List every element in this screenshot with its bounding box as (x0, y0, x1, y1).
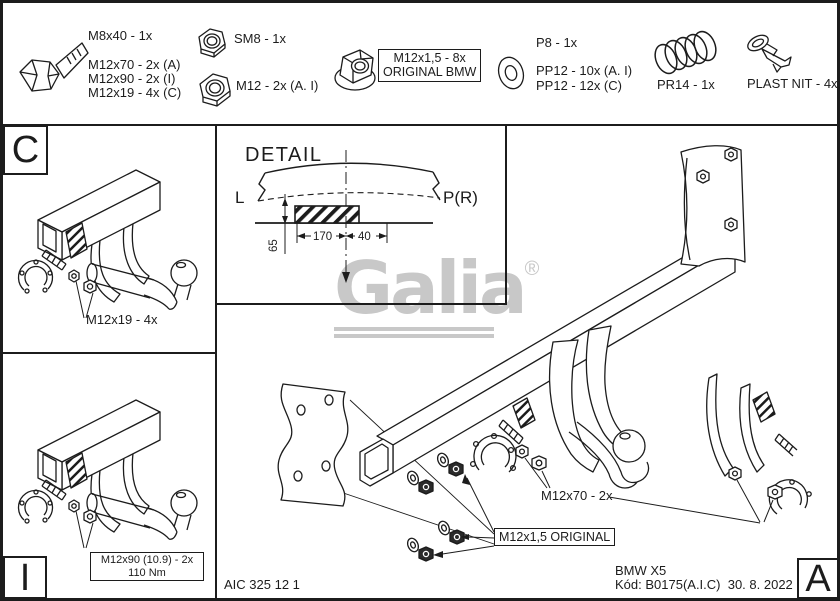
detail-left-mark: L (235, 188, 244, 207)
section-c-box: C (3, 125, 48, 175)
section-a-letter: A (805, 557, 831, 600)
brand-name: Galia (334, 246, 528, 330)
drawing-number: AIC 325 12 1 (224, 577, 300, 592)
panel-i-callout-box: M12x90 (10.9) - 2x 110 Nm (90, 552, 204, 582)
spring-label: PR14 - 1x (657, 77, 715, 92)
nut-m12-drawing (199, 73, 231, 107)
main-nut-callout-box: M12x1,5 ORIGINAL (494, 528, 616, 547)
detail-dim-170: 170 (313, 231, 332, 243)
rivet-drawing (747, 34, 792, 73)
rivet-label: PLAST NIT - 4x (747, 76, 838, 91)
flange-nut-line2: ORIGINAL BMW (383, 65, 477, 80)
main-assembly-drawing (277, 145, 812, 562)
washer-pp12-line2: PP12 - 12x (C) (536, 78, 622, 93)
panel-i-callout-line1: M12x90 (10.9) - 2x (100, 554, 194, 566)
section-i-box: I (3, 556, 47, 599)
detail-dim-65: 65 (268, 239, 280, 252)
vehicle-model: BMW X5 (615, 563, 667, 578)
divider-left-column (215, 124, 217, 598)
flange-nut-line1: M12x1,5 - 8x (393, 51, 466, 65)
bolt-variant-c: M12x19 - 4x (C) (88, 85, 182, 100)
logo-underline-1 (334, 327, 494, 331)
flange-nut-drawing (334, 49, 376, 91)
spring-drawing (654, 30, 717, 75)
detail-right-mark: P(R) (443, 188, 478, 207)
nut-sm8-drawing (198, 28, 226, 58)
divider-top-strip (3, 124, 837, 126)
nut-m12-label: M12 - 2x (A. I) (236, 78, 319, 93)
order-code: Kód: B0175(A.I.C) 30. 8. 2022 (615, 577, 793, 592)
main-bolt-callout: M12x70 - 2x (541, 488, 613, 503)
detail-drawing: DETAIL 65 170 40 L P(R) (235, 144, 478, 283)
section-i-letter: I (19, 556, 31, 599)
bolt-variant-a: M12x70 - 2x (A) (88, 57, 181, 72)
washer-drawing (497, 56, 525, 90)
washer-p8-label: P8 - 1x (536, 35, 578, 50)
flange-nut-label-box: M12x1,5 - 8x ORIGINAL BMW (378, 49, 482, 82)
panel-i-drawing (17, 399, 198, 549)
bolt-drawing (19, 42, 89, 92)
bolt-label: M8x40 - 1x (88, 28, 153, 43)
detail-title: DETAIL (245, 144, 323, 166)
registered-mark: ® (524, 258, 540, 280)
nut-sm8-label: SM8 - 1x (234, 31, 287, 46)
parts-strip: M8x40 - 1x M12x70 - 2x (A) M12x90 - 2x (… (3, 3, 838, 124)
logo-underline-2 (334, 334, 494, 338)
section-a-box: A (797, 558, 839, 599)
section-c-letter: C (11, 129, 40, 171)
detail-dim-40: 40 (358, 231, 371, 243)
panel-i-callout-line2: 110 Nm (128, 566, 166, 579)
divider-c-i (3, 352, 217, 354)
bolt-variant-i: M12x90 - 2x (I) (88, 71, 176, 86)
detail-box (215, 124, 507, 305)
panel-c-callout: M12x19 - 4x (86, 312, 158, 327)
washer-pp12-line1: PP12 - 10x (A. I) (536, 63, 633, 78)
brand-logo: Galia® (334, 252, 539, 338)
